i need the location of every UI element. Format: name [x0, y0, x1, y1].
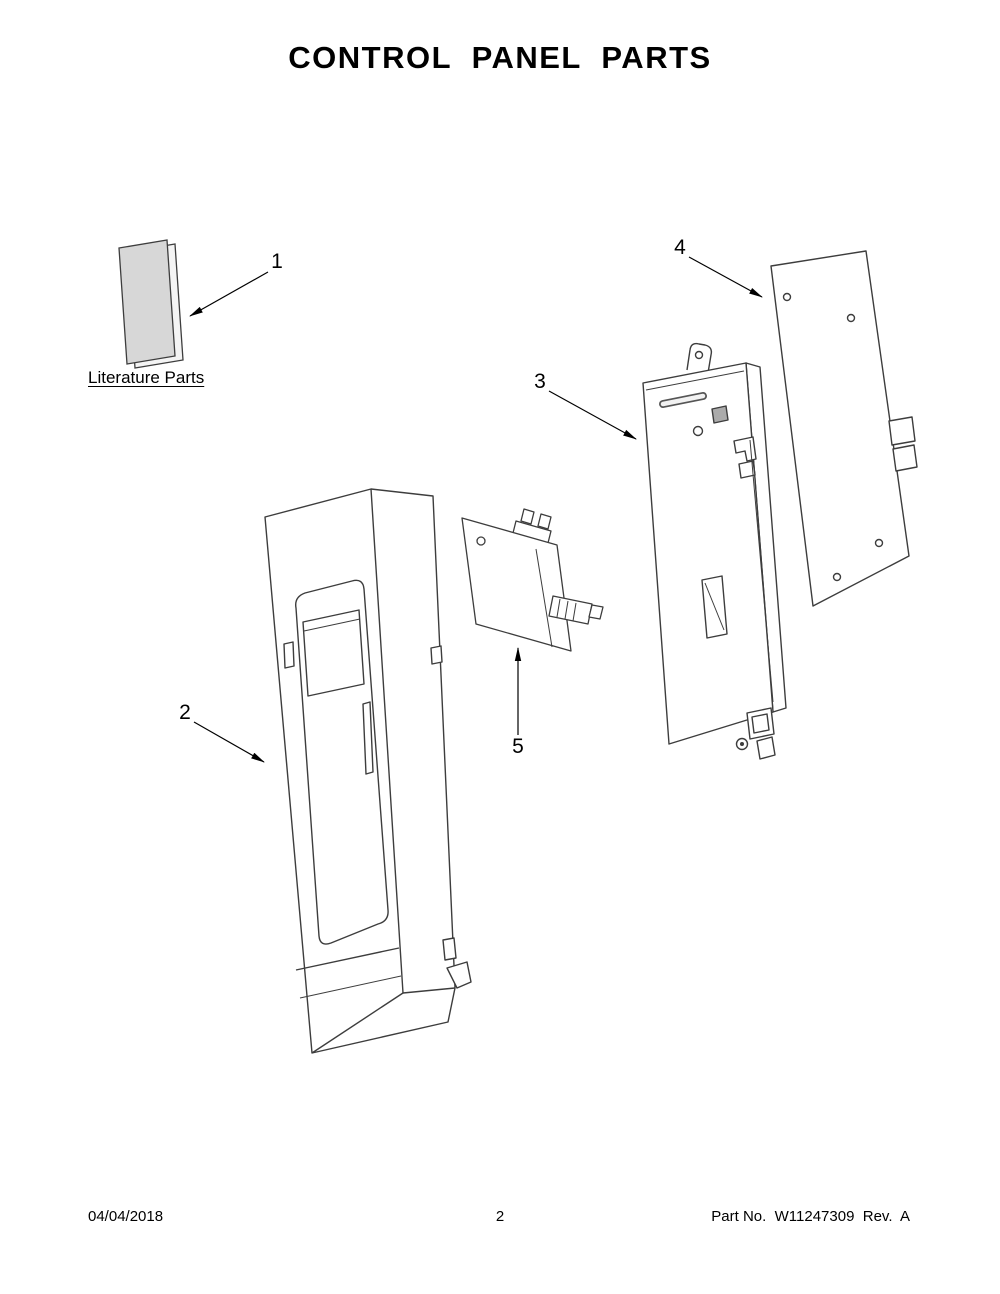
literature-booklet-drawing [118, 239, 184, 369]
panel-silhouette [264, 488, 456, 1054]
footer-page-number: 2 [495, 1208, 505, 1225]
page-footer: 04/04/2018 2 Part No. W11247309 Rev. A [0, 1208, 1000, 1228]
connector [888, 416, 916, 446]
vent-slot [362, 701, 374, 775]
callout-arrow-3 [548, 390, 637, 440]
board [770, 250, 910, 607]
page-title: CONTROL PANEL PARTS [288, 40, 712, 75]
panel-window [295, 579, 389, 945]
board [461, 517, 572, 652]
callout-1: 1 [271, 250, 283, 273]
callout-3: 3 [534, 370, 546, 393]
footer-date: 04/04/2018 [88, 1208, 164, 1225]
callout-arrow-4 [688, 256, 763, 298]
callout-5: 5 [512, 735, 524, 758]
left-notch [283, 641, 295, 669]
literature-parts-label: Literature Parts [88, 368, 205, 387]
part-5-board-drawing [461, 508, 604, 652]
callout-arrow-2 [193, 721, 265, 763]
callout-arrow-1 [189, 271, 269, 317]
front-face [642, 362, 774, 745]
footer-part-number: Part No. W11247309 Rev. A [711, 1208, 910, 1225]
callout-4: 4 [674, 236, 686, 259]
control-panel-drawing [264, 488, 472, 1054]
part-4-board-drawing [770, 250, 918, 607]
booklet-cover [118, 239, 176, 365]
connector [892, 444, 918, 472]
part-3-support-drawing [642, 342, 787, 760]
display-cutout [302, 609, 365, 697]
callout-2: 2 [179, 701, 191, 724]
